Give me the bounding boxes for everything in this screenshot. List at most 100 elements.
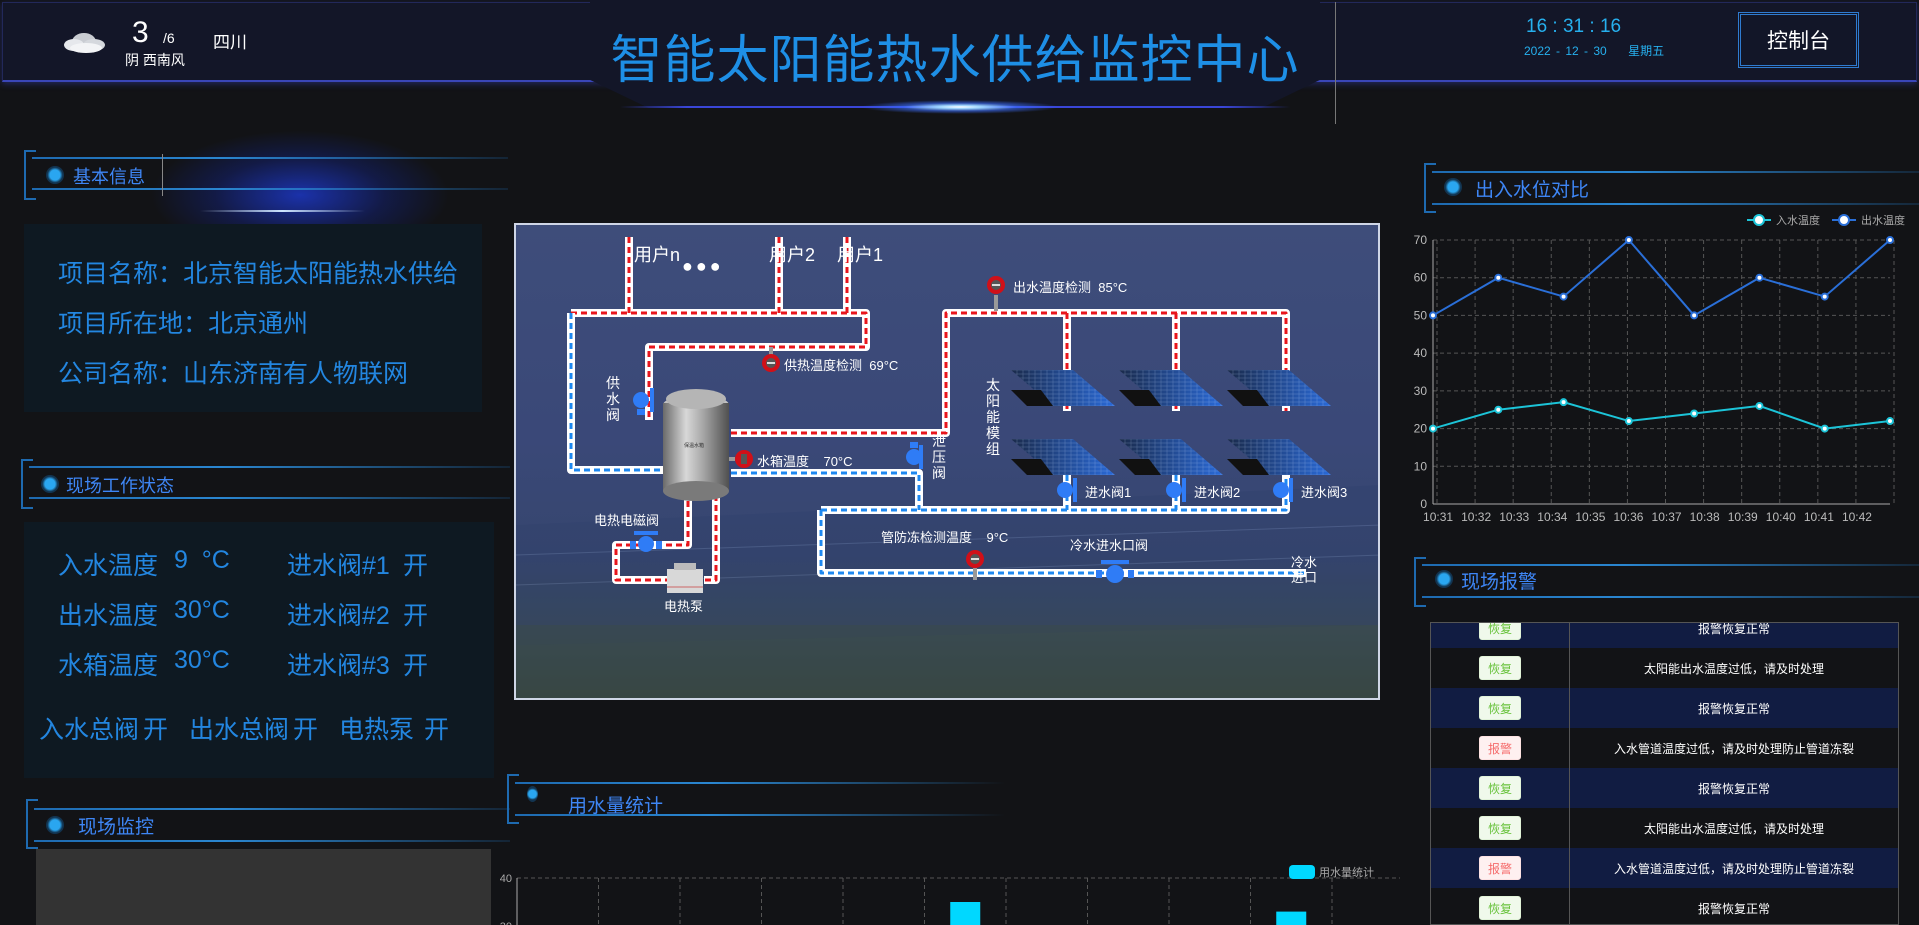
alarm-status-badge: 恢复 — [1479, 816, 1521, 840]
alarm-row[interactable]: 恢复 太阳能出水温度过低，请及时处理 — [1431, 808, 1898, 848]
data-point — [1559, 398, 1568, 407]
section-line — [29, 466, 510, 468]
diagram-canvas — [516, 237, 1378, 698]
tank-temp-value: 30°C — [174, 646, 230, 674]
alarm-row[interactable]: 报警入水管道温度过低，请及时处理防止管道冻裂 — [1431, 728, 1898, 768]
section-title: 用水量统计 — [568, 796, 664, 817]
section-title: 出入水位对比 — [1475, 180, 1590, 201]
data-point — [1494, 405, 1503, 414]
alarm-status-badge: 恢复 — [1479, 696, 1521, 720]
outlet-temp-value: 30°C — [174, 596, 230, 624]
alarm-header: 现场报警 — [1414, 557, 1919, 607]
section-bracket — [1424, 163, 1436, 213]
cold-inlet-valve-icon — [1096, 560, 1134, 583]
header-glow — [860, 100, 1060, 114]
console-button[interactable]: 控制台 — [1738, 12, 1859, 68]
section-line — [32, 157, 508, 159]
alarm-row[interactable]: 恢复 太阳能出水温度过低，请及时处理 — [1431, 648, 1898, 688]
heat-pump-value: 开 — [424, 716, 450, 744]
section-dot-icon — [41, 475, 59, 493]
water-usage-header: 用水量统计 — [507, 774, 1005, 824]
x-tick-label: 10:36 — [1613, 510, 1643, 524]
alarm-status-badge: 报警 — [1479, 736, 1521, 760]
inlet-valve-2-label: 进水阀2 — [1194, 485, 1241, 500]
valve2-value: 开 — [403, 602, 429, 630]
alarm-table[interactable]: 恢复报警恢复正常恢复太阳能出水温度过低，请及时处理恢复报警恢复正常报警入水管道温… — [1430, 622, 1899, 925]
alarm-status-cell: 报警 — [1431, 848, 1570, 888]
alarm-status-cell: 恢复 — [1431, 648, 1570, 688]
user-n-label: 用户n — [634, 245, 681, 265]
supply-valve-label: 供 水 阀 — [606, 375, 620, 423]
level-compare-header: 出入水位对比 — [1424, 163, 1919, 213]
clock-date: 2022 - 12 - 30 星期五 — [1524, 42, 1664, 59]
alarm-status-cell: 恢复 — [1431, 768, 1570, 808]
cold-inlet-valve-label: 冷水进水口阀 — [1070, 538, 1149, 553]
water-usage-chart: 3040用水量统计 — [500, 865, 1400, 925]
x-tick-label: 10:41 — [1804, 510, 1834, 524]
data-point — [1624, 417, 1633, 426]
background-grass — [516, 625, 1378, 698]
x-tick-label: 10:31 — [1423, 510, 1453, 524]
alarm-row[interactable]: 恢复报警恢复正常 — [1431, 688, 1898, 728]
tank-temp-label: 水箱温度 70°C — [757, 451, 853, 470]
inlet-main-value: 开 — [143, 716, 169, 744]
heat-pump-label: 电热泵 — [664, 599, 704, 614]
bar — [1276, 911, 1307, 925]
antifreeze-name: 管防冻检测温度 — [881, 530, 973, 545]
y-tick-label: 50 — [1414, 308, 1428, 322]
section-line — [1422, 596, 1919, 598]
alarm-message: 太阳能出水温度过低，请及时处理 — [1643, 821, 1824, 836]
section-dot-icon — [1444, 178, 1462, 196]
legend-label: 出水温度 — [1861, 213, 1905, 227]
antifreeze-value: 9°C — [986, 530, 1009, 545]
alarm-status-badge: 报警 — [1479, 856, 1521, 880]
supply-temp-name: 供热温度检测 — [784, 358, 863, 373]
section-dot-icon — [1435, 570, 1453, 588]
alarm-row[interactable]: 恢复报警恢复正常 — [1431, 623, 1898, 648]
data-point — [1755, 401, 1764, 410]
data-point — [1429, 424, 1437, 433]
y-tick-label: 0 — [1420, 497, 1427, 511]
valve3-value: 开 — [403, 652, 429, 680]
header-title-plate — [590, 0, 1320, 108]
series-line-0 — [1432, 401, 1891, 430]
section-line — [32, 188, 508, 190]
y-tick-label: 60 — [1414, 271, 1428, 285]
x-tick-label: 10:35 — [1575, 510, 1605, 524]
legend-label: 入水温度 — [1776, 213, 1820, 227]
tank-label: 保温水箱 — [684, 443, 705, 449]
data-point — [1820, 292, 1829, 301]
outlet-temp-name: 出水温度检测 — [1013, 280, 1092, 295]
alarm-message: 太阳能出水温度过低，请及时处理 — [1643, 661, 1824, 676]
y-tick-label: 40 — [1414, 346, 1428, 360]
section-title: 基本信息 — [73, 167, 145, 187]
basic-info-header: 基本信息 — [24, 150, 508, 200]
outlet-main-value: 开 — [293, 716, 319, 744]
page-title: 智能太阳能热水供给监控中心 — [610, 32, 1300, 90]
section-title: 现场监控 — [78, 817, 155, 838]
alarm-row[interactable]: 恢复 报警恢复正常 — [1431, 768, 1898, 808]
company-name: 公司名称：山东济南有人物联网 — [58, 360, 409, 388]
x-tick-label: 10:37 — [1652, 510, 1682, 524]
inlet-temp-label: 入水温度 — [58, 552, 159, 580]
alarm-message: 报警恢复正常 — [1697, 781, 1770, 796]
section-dot-icon — [527, 786, 538, 802]
section-bracket — [21, 459, 33, 509]
y-tick-label: 40 — [500, 873, 512, 885]
tank-temp-name: 水箱温度 — [757, 454, 810, 469]
alarm-status-badge: 恢复 — [1479, 776, 1521, 800]
data-point — [1755, 273, 1764, 282]
tank-temp-value: 70°C — [823, 454, 853, 469]
section-line — [515, 814, 1005, 816]
inlet-valve-1-icon — [1057, 478, 1077, 502]
weather-temp-high: /6 — [163, 30, 175, 46]
data-point — [1886, 417, 1894, 426]
x-tick-label: 10:33 — [1499, 510, 1529, 524]
alarm-row[interactable]: 报警入水管道温度过低，请及时处理防止管道冻裂 — [1431, 848, 1898, 888]
alarm-row[interactable]: 恢复报警恢复正常 — [1431, 888, 1898, 924]
work-status-panel: 入水温度 9 °C 出水温度 30°C 水箱温度 30°C 进水阀#1 开 进水… — [24, 522, 494, 778]
supply-temp-label: 供热温度检测 69°C — [784, 355, 898, 374]
inlet-valve-2-icon — [1166, 478, 1186, 502]
video-monitor[interactable] — [36, 849, 491, 925]
